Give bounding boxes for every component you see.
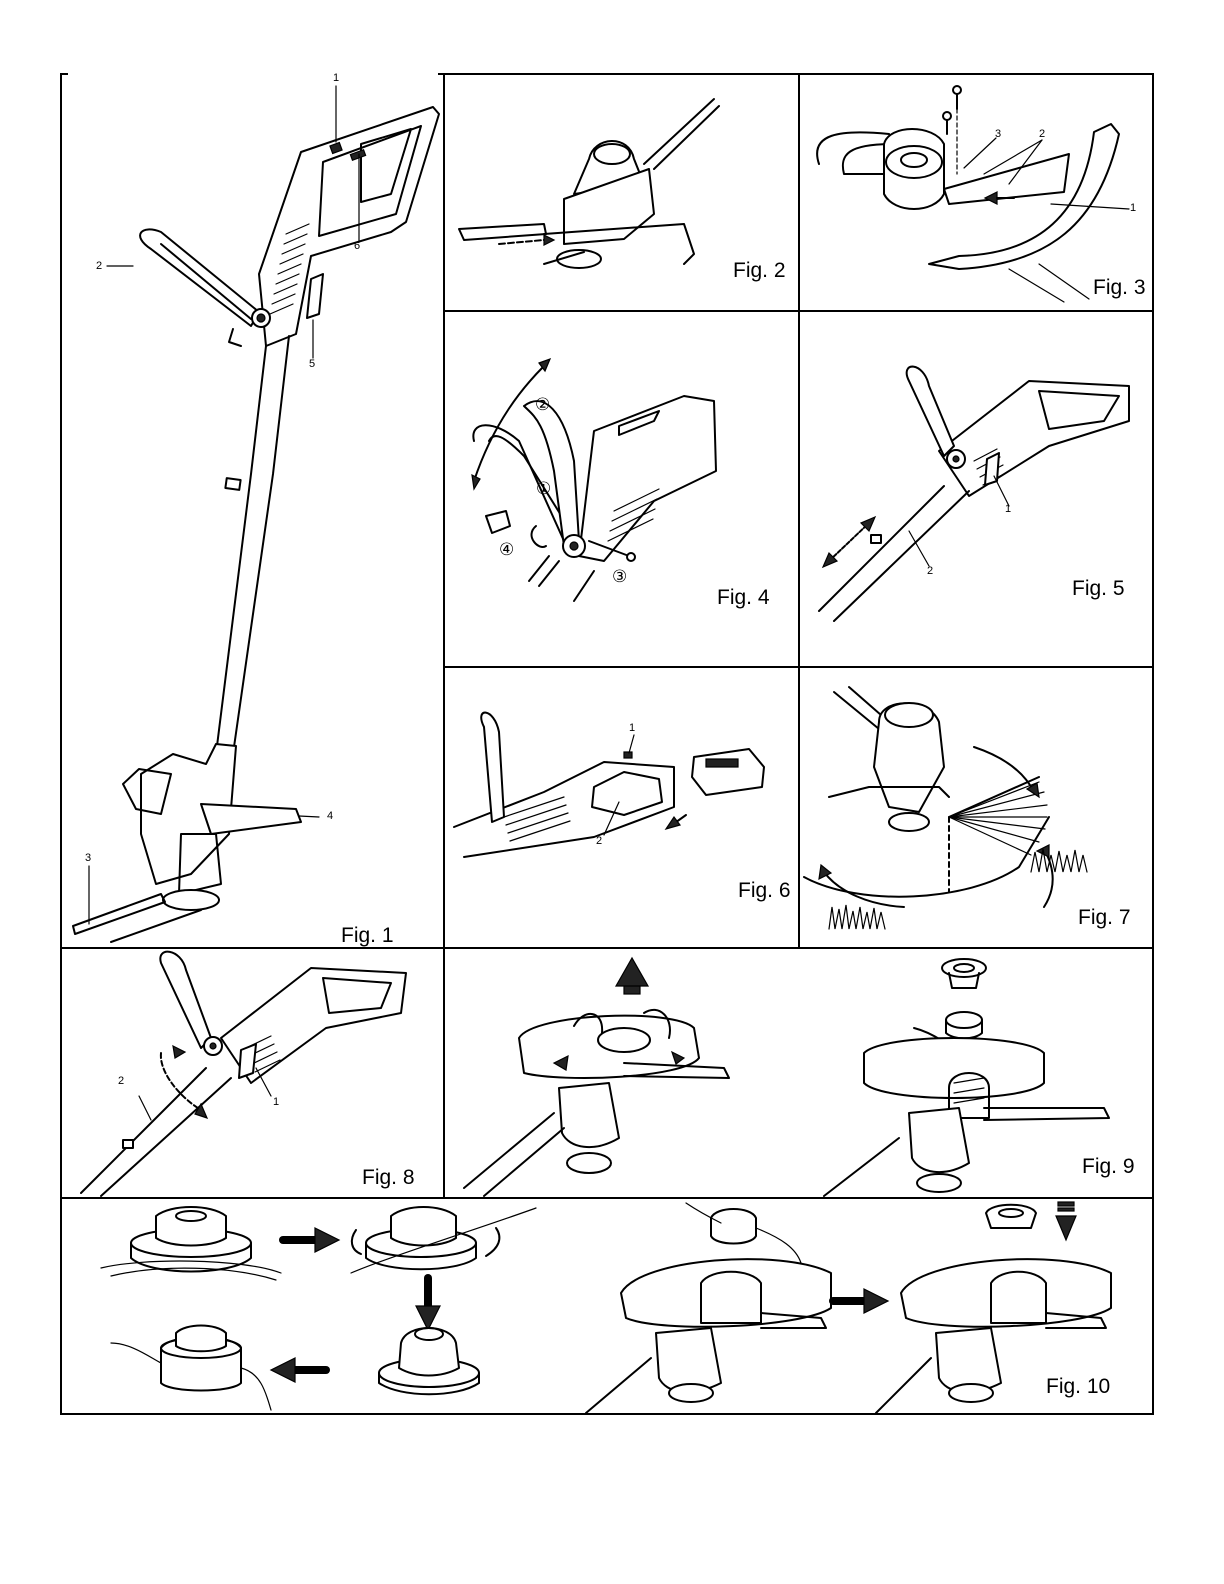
spool-rewinding-illustration xyxy=(61,1198,1153,1413)
arrow-icon xyxy=(823,517,875,567)
figure-label: Fig. 7 xyxy=(1078,906,1131,930)
callout-3: 3 xyxy=(995,128,1001,140)
figure-1: 1 2 3 4 5 6 Fig. 1 xyxy=(61,74,443,947)
callout-2: 2 xyxy=(118,1075,124,1087)
callout-1: 1 xyxy=(333,72,339,84)
callout-2: 2 xyxy=(1039,128,1045,140)
callout-1: 1 xyxy=(1130,202,1136,214)
callout-4: 4 xyxy=(327,810,333,822)
figure-label: Fig. 10 xyxy=(1046,1375,1110,1399)
figure-label: Fig. 3 xyxy=(1093,276,1146,300)
figure-9: Fig. 9 xyxy=(444,948,1153,1197)
figure-4: ① ② ③ ④ Fig. 4 xyxy=(444,311,798,666)
callout-2: 2 xyxy=(927,565,933,577)
callout-1: 1 xyxy=(273,1096,279,1108)
shaft-length-adjust-illustration xyxy=(799,311,1153,666)
figure-label: Fig. 5 xyxy=(1072,577,1125,601)
step-3-marker: ③ xyxy=(612,567,627,587)
arrow-icon xyxy=(833,1289,888,1313)
cutting-technique-illustration xyxy=(799,667,1153,947)
figure-label: Fig. 8 xyxy=(362,1166,415,1190)
figure-2: Fig. 2 xyxy=(444,74,798,310)
callout-5: 5 xyxy=(309,358,315,370)
step-1-marker: ① xyxy=(536,479,551,499)
guard-mounting-illustration xyxy=(799,74,1153,310)
callout-3: 3 xyxy=(85,852,91,864)
figure-label: Fig. 4 xyxy=(717,586,770,610)
spool-removal-illustration xyxy=(444,948,1153,1197)
figure-label: Fig. 6 xyxy=(738,879,791,903)
figure-8: 1 2 Fig. 8 xyxy=(61,948,443,1197)
step-4-marker: ④ xyxy=(499,540,514,560)
figure-5: 1 2 Fig. 5 xyxy=(799,311,1153,666)
figure-6: 1 2 Fig. 6 xyxy=(444,667,798,947)
callout-2: 2 xyxy=(596,835,602,847)
figure-label: Fig. 9 xyxy=(1082,1155,1135,1179)
arrow-icon xyxy=(985,192,1014,204)
callout-6: 6 xyxy=(354,240,360,252)
figure-label: Fig. 2 xyxy=(733,259,786,283)
callout-1: 1 xyxy=(1005,503,1011,515)
grid-line xyxy=(60,1413,1154,1415)
figure-label: Fig. 1 xyxy=(341,924,394,948)
arrow-icon xyxy=(271,1358,326,1382)
step-2-marker: ② xyxy=(535,395,550,415)
figure-10: Fig. 10 xyxy=(61,1198,1153,1413)
shaft-rotation-illustration xyxy=(61,948,443,1197)
battery-insertion-illustration xyxy=(444,667,798,947)
callout-1: 1 xyxy=(629,722,635,734)
arrow-icon xyxy=(666,815,686,829)
callout-2: 2 xyxy=(96,260,102,272)
figure-7: Fig. 7 xyxy=(799,667,1153,947)
figure-3: 1 2 3 Fig. 3 xyxy=(799,74,1153,310)
arrow-icon xyxy=(283,1228,339,1252)
front-handle-assembly-illustration xyxy=(444,311,798,666)
trimmer-illustration xyxy=(61,74,443,947)
arrow-icon xyxy=(416,1278,440,1330)
